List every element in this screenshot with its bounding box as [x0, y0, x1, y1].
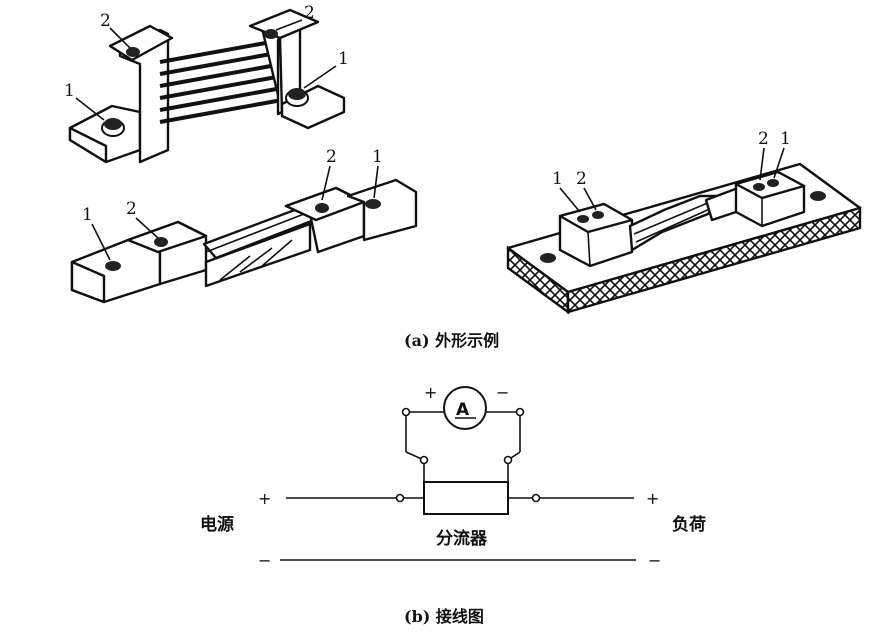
terminal-screw: [101, 29, 309, 137]
callout-number: 1: [82, 205, 93, 225]
source-label: 电源: [200, 514, 234, 535]
callout-number: 1: [338, 49, 349, 69]
resistor-strips: [159, 38, 283, 124]
callout-number: 1: [780, 129, 791, 149]
callout-number: 2: [758, 129, 769, 149]
load-plus-sign: +: [646, 489, 659, 508]
shunt-symbol: [423, 481, 509, 515]
meter-plus-sign: +: [424, 383, 437, 402]
callout-number: 1: [552, 169, 563, 189]
source-minus-sign: −: [258, 551, 271, 570]
shunt-label: 分流器: [436, 528, 488, 549]
wiring-diagram: A + − + − + − 电源 负荷: [200, 383, 706, 570]
callout-number: 1: [64, 81, 75, 101]
terminal-screw: [105, 199, 381, 271]
shunt-bar-type: 1 2 2 1: [70, 147, 418, 304]
ammeter-label: A: [456, 400, 470, 420]
shunt-bridge-type: 1 2 2 1: [64, 3, 349, 164]
caption-a: (a) 外形示例: [404, 331, 499, 350]
callout-number: 2: [304, 3, 315, 23]
callout-number: 1: [372, 147, 383, 167]
shunt-base-type: 1 2 2 1: [506, 129, 862, 315]
meter-minus-sign: −: [496, 383, 509, 402]
source-plus-sign: +: [258, 489, 271, 508]
terminal-screw: [577, 179, 779, 223]
terminal-node: [395, 407, 541, 503]
callout-number: 2: [100, 11, 111, 31]
caption-b: (b) 接线图: [404, 607, 484, 626]
callout-number: 2: [576, 169, 587, 189]
callout-number: 2: [126, 199, 137, 219]
callout-number: 2: [326, 147, 337, 167]
load-label: 负荷: [672, 514, 706, 535]
load-minus-sign: −: [648, 551, 661, 570]
